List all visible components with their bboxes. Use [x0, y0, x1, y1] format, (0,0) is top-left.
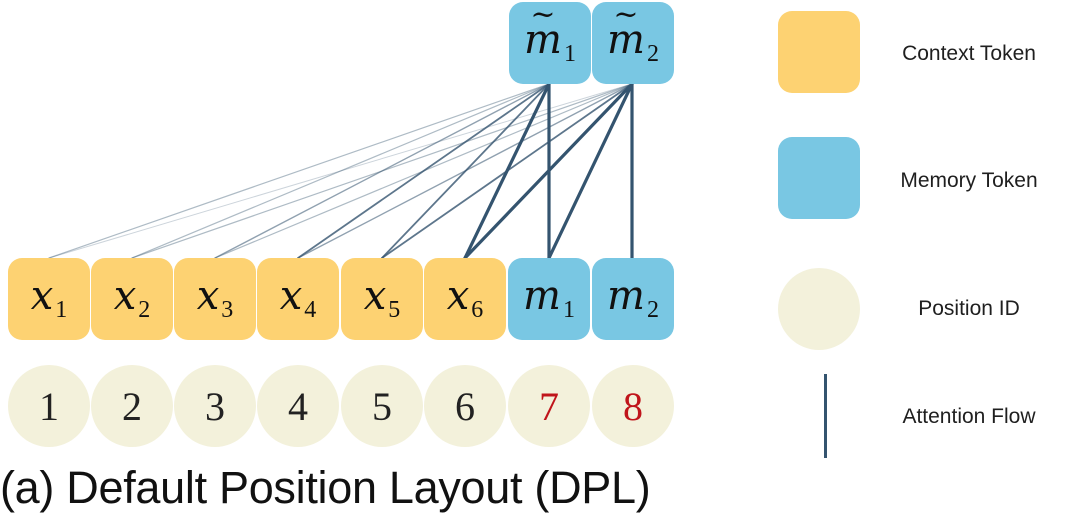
memory-token-1: m1 — [508, 258, 590, 340]
attention-edge — [297, 83, 550, 259]
position-id-1: 1 — [8, 365, 90, 447]
token-symbol: x — [279, 273, 303, 319]
token-subscript: 2 — [646, 297, 659, 323]
token-symbol: x — [196, 273, 220, 319]
position-id-8: 8 — [592, 365, 674, 447]
attention-edge — [48, 83, 550, 259]
top-memory-token-2: m2 — [592, 2, 674, 84]
token-symbol: m — [523, 273, 561, 319]
token-subscript: 1 — [562, 297, 575, 323]
position-id-2: 2 — [91, 365, 173, 447]
token-subscript: 1 — [55, 297, 68, 323]
top-memory-token-2-symbol: m — [607, 20, 645, 60]
top-memory-token-1-symbol: m — [524, 20, 562, 60]
figure-caption: (a) Default Position Layout (DPL) — [0, 462, 651, 513]
memory-token-2: m2 — [592, 258, 674, 340]
legend-attention-line — [824, 374, 827, 458]
attention-edge — [297, 83, 633, 259]
token-symbol: x — [446, 273, 470, 319]
context-token-5: x5 — [341, 258, 423, 340]
attention-edge — [214, 83, 550, 259]
position-id-4: 4 — [257, 365, 339, 447]
context-token-4: x4 — [257, 258, 339, 340]
token-subscript: 6 — [471, 297, 484, 323]
legend-attention-label: Attention Flow — [902, 405, 1036, 428]
attention-edge — [48, 83, 633, 259]
context-token-6: x6 — [424, 258, 506, 340]
position-id-3: 3 — [174, 365, 256, 447]
attention-edge — [381, 83, 633, 259]
legend-memory-label: Memory Token — [900, 169, 1038, 192]
position-id-6: 6 — [424, 365, 506, 447]
top-memory-token-2-subscript: 2 — [646, 41, 659, 67]
context-token-3: x3 — [174, 258, 256, 340]
attention-edge — [131, 83, 633, 259]
attention-edge — [214, 83, 633, 259]
top-memory-token-1: m1 — [509, 2, 591, 84]
token-subscript: 4 — [304, 297, 317, 323]
token-symbol: m — [607, 273, 645, 319]
token-symbol: x — [30, 273, 54, 319]
context-token-2: x2 — [91, 258, 173, 340]
legend-position-swatch — [778, 268, 860, 350]
attention-edge — [547, 82, 634, 260]
position-id-5: 5 — [341, 365, 423, 447]
attention-edge — [131, 83, 550, 259]
token-subscript: 3 — [221, 297, 234, 323]
attention-edge — [463, 82, 634, 260]
legend-memory-swatch — [778, 137, 860, 219]
token-subscript: 2 — [138, 297, 151, 323]
position-id-7: 7 — [508, 365, 590, 447]
legend-position-label: Position ID — [918, 297, 1020, 320]
token-symbol: x — [363, 273, 387, 319]
legend-context-swatch — [778, 11, 860, 93]
token-subscript: 5 — [388, 297, 401, 323]
context-token-1: x1 — [8, 258, 90, 340]
token-symbol: x — [113, 273, 137, 319]
legend-context-label: Context Token — [902, 42, 1036, 65]
top-memory-token-1-subscript: 1 — [563, 41, 576, 67]
